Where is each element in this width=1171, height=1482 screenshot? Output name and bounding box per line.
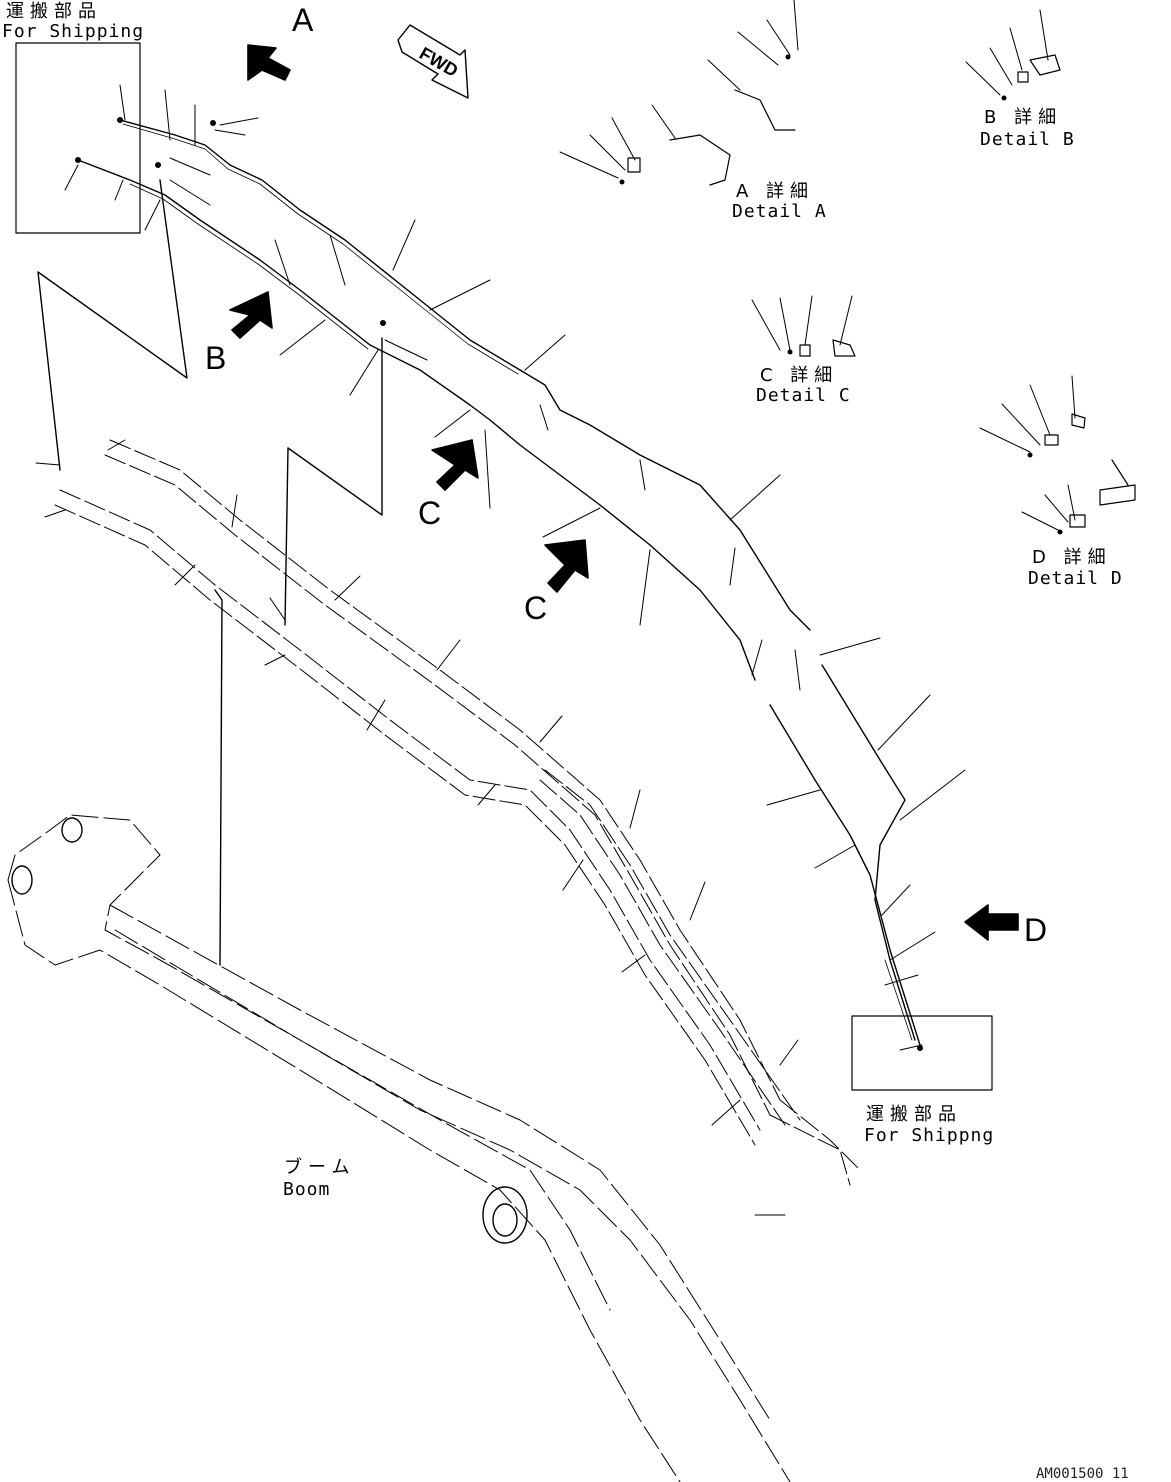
view-letter-a: A <box>292 2 314 38</box>
view-arrow-d <box>964 904 1019 941</box>
shipping-top-jp: 運搬部品 <box>6 1 102 22</box>
detail-a-en: Detail A <box>732 201 827 222</box>
detail-d-en: Detail D <box>1028 568 1123 589</box>
tube-middle <box>77 159 756 681</box>
shipping-box-top <box>15 42 141 234</box>
shipping-bottom-jp: 運搬部品 <box>866 1104 962 1125</box>
view-arrow-a <box>247 44 291 81</box>
boom-en: Boom <box>283 1179 331 1200</box>
view-letter-b: B <box>205 340 227 376</box>
detail-c-en: Detail C <box>756 385 851 406</box>
shipping-box-bottom <box>851 1015 993 1091</box>
boom-pin <box>482 1186 528 1244</box>
boom-jp: ブーム <box>284 1157 356 1178</box>
detail-a-jp: A 詳細 <box>736 181 815 202</box>
detail-c-jp: C 詳細 <box>760 365 839 386</box>
boom-outline <box>7 814 791 1482</box>
detail-b-jp: B 詳細 <box>984 107 1063 128</box>
fwd-arrow <box>397 24 469 99</box>
shipping-bottom-en: For Shippng <box>864 1125 995 1146</box>
tube-upper <box>119 119 811 631</box>
view-arrow-b <box>229 291 273 339</box>
view-arrow-c1 <box>431 439 479 491</box>
view-arrow-c2 <box>544 539 589 593</box>
drawing-number: AM001500 11 <box>1036 1466 1129 1482</box>
detail-d-jp: D 詳細 <box>1032 547 1112 568</box>
view-letter-c2: C <box>524 590 548 626</box>
view-letter-c1: C <box>418 495 442 531</box>
detail-b-en: Detail B <box>980 129 1075 150</box>
view-letter-d: D <box>1024 912 1048 948</box>
shipping-top-en: For Shipping <box>2 21 145 42</box>
